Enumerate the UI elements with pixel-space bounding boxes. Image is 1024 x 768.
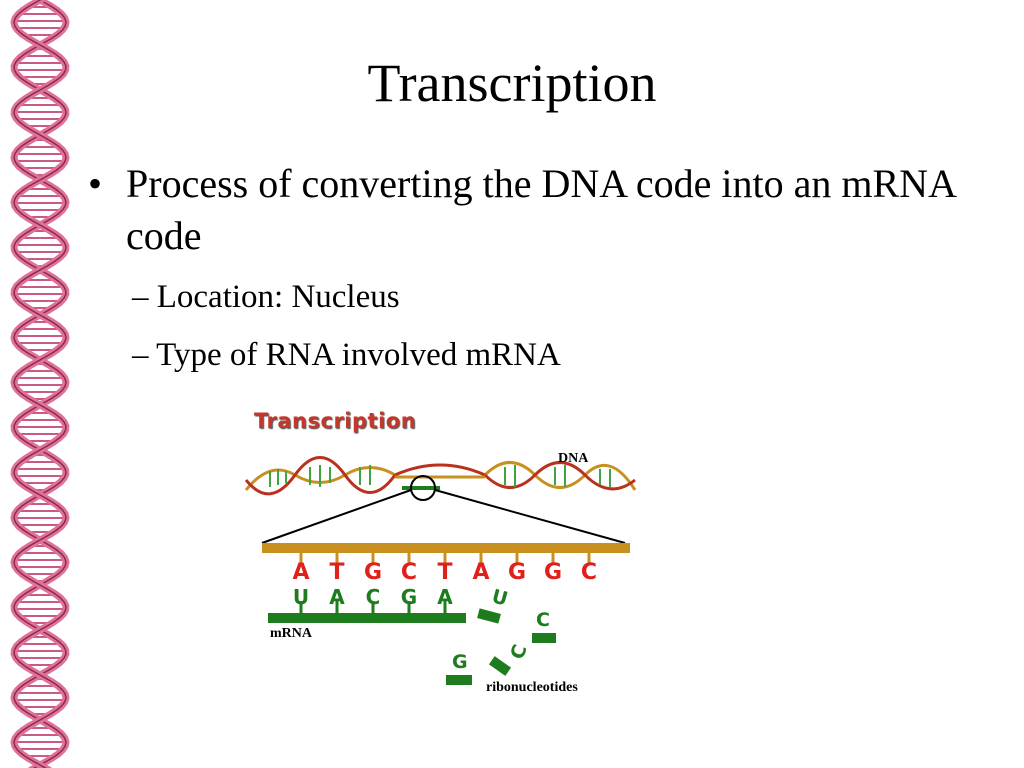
free-nucleotide: G [452, 651, 468, 673]
ribonucleotides-label: ribonucleotides [486, 680, 578, 695]
mrna-backbone [268, 613, 466, 623]
dna-base: A [472, 560, 490, 585]
helix-strand [13, 0, 67, 768]
zoom-line-left [261, 489, 412, 544]
main-bullet: • Process of converting the DNA code int… [88, 158, 988, 262]
bullet-marker: • [88, 161, 103, 206]
dna-base: G [543, 560, 563, 585]
free-nucleotide: C [536, 609, 550, 631]
dna-template-ticks [299, 553, 591, 565]
diagram-title: Transcription [254, 409, 417, 433]
transcription-diagram: Transcription DNA A T G C T A G G C U A … [240, 405, 660, 705]
bubble-top [394, 463, 486, 477]
sub-item-location: – Location: Nucleus [132, 279, 400, 315]
dna-base: T [329, 560, 345, 585]
free-ribonucleotide-shapes [446, 608, 556, 685]
dna-base: C [400, 560, 418, 585]
dna-strand-left-b [244, 456, 397, 496]
mrna-base: A [329, 585, 345, 609]
mrna-base: U [292, 585, 310, 609]
zoom-line-right [434, 489, 626, 544]
diagram-graphics [244, 456, 637, 685]
dna-template-backbone [262, 543, 630, 553]
helix-strand [13, 0, 67, 768]
dna-base: T [437, 560, 453, 585]
dna-base: A [292, 560, 310, 585]
dna-strand-right-b [483, 461, 636, 491]
dna-helix-decoration [10, 0, 70, 768]
slide-title: Transcription [367, 53, 657, 113]
dna-base-pairs [269, 465, 611, 487]
zoom-circle [410, 475, 436, 501]
mrna-base: C [365, 585, 381, 609]
bullet-text: Process of converting the DNA code into … [126, 161, 955, 258]
dna-base: G [507, 560, 527, 585]
dna-label: DNA [558, 451, 589, 466]
mrna-base: A [437, 585, 453, 609]
dna-base: C [580, 560, 598, 585]
mrna-ticks [299, 601, 447, 613]
sub-item-rna-type: – Type of RNA involved mRNA [132, 337, 561, 373]
dna-strand-right-a [483, 461, 637, 491]
mrna-base: G [400, 585, 418, 609]
dna-base: G [363, 560, 383, 585]
mrna-label: mRNA [270, 626, 312, 641]
